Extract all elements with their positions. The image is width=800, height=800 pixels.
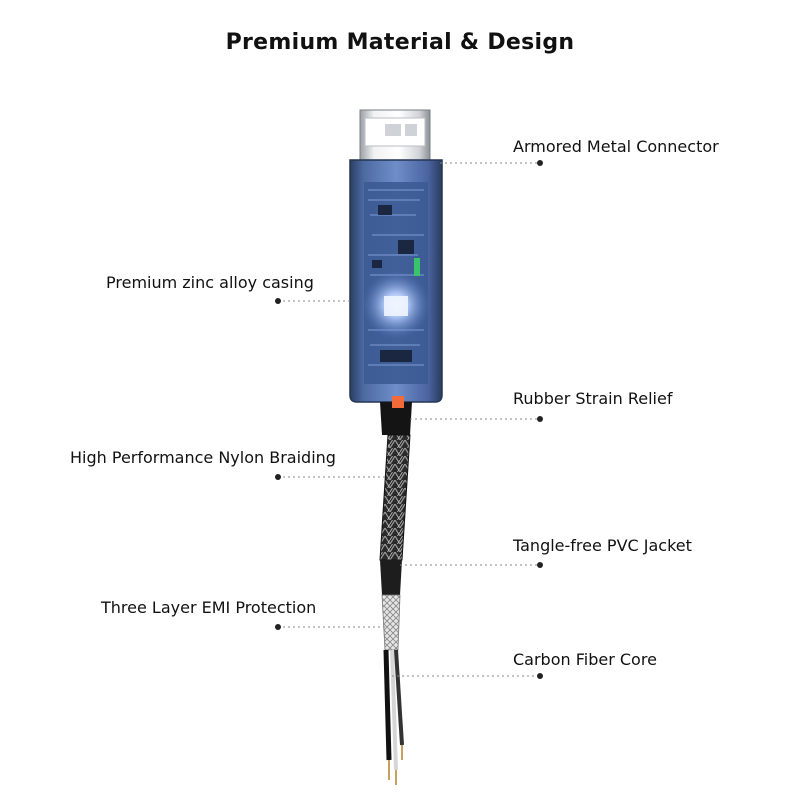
page-title: Premium Material & Design [225, 30, 575, 55]
label-pvc-jacket: Tangle-free PVC Jacket [513, 536, 692, 555]
strain-relief [380, 402, 412, 435]
label-zinc-alloy-casing: Premium zinc alloy casing [106, 273, 314, 292]
dot-casing [275, 298, 281, 304]
dot-pvc [537, 562, 543, 568]
core-wires [383, 649, 404, 785]
dot-emi [275, 624, 281, 630]
label-armored-metal-connector: Armored Metal Connector [513, 137, 719, 156]
emi-shield [381, 594, 401, 651]
label-carbon-fiber-core: Carbon Fiber Core [513, 650, 657, 669]
dot-connector [537, 160, 543, 166]
casing [349, 159, 443, 403]
dot-strain [537, 416, 543, 422]
dot-core [537, 673, 543, 679]
label-rubber-strain-relief: Rubber Strain Relief [513, 389, 673, 408]
label-emi-protection: Three Layer EMI Protection [101, 598, 317, 617]
pvc-jacket [380, 560, 402, 595]
dot-braid [275, 474, 281, 480]
label-nylon-braiding: High Performance Nylon Braiding [70, 448, 336, 467]
nylon-braid [379, 434, 411, 561]
